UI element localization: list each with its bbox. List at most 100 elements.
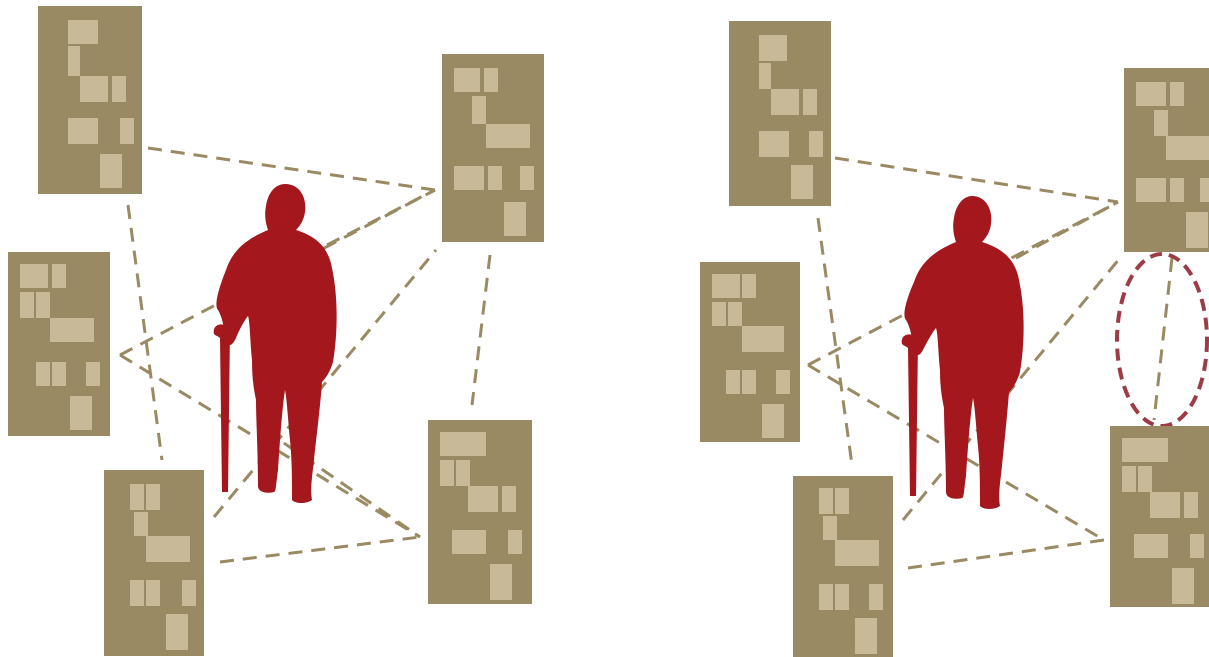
card-block [819, 584, 833, 610]
card-block [490, 564, 512, 600]
card-block [50, 318, 94, 342]
card-block [759, 63, 771, 89]
card-block [182, 580, 196, 606]
card-block [791, 165, 813, 199]
card-block [1136, 178, 1166, 202]
link [148, 148, 435, 190]
card-block [502, 486, 516, 512]
card-block [504, 202, 526, 236]
card-block [1190, 534, 1204, 558]
card-block [1150, 492, 1180, 518]
card-block [52, 362, 66, 386]
card-block [819, 488, 833, 514]
card-block [728, 302, 742, 326]
card-block [1122, 466, 1136, 492]
card-block [823, 516, 837, 540]
cane [214, 324, 230, 492]
card-block [452, 530, 486, 554]
link [1154, 258, 1172, 420]
link [835, 158, 1118, 202]
card-block [726, 370, 740, 394]
card-block [130, 484, 144, 510]
card-block [855, 618, 877, 654]
link [265, 430, 420, 537]
card-block [20, 264, 48, 288]
card-block [134, 512, 148, 536]
card-block [36, 292, 50, 318]
card-block [1186, 212, 1208, 248]
card-block [1166, 136, 1209, 160]
link [472, 255, 490, 405]
building-card [38, 6, 142, 194]
card-block [112, 76, 126, 102]
building-card [700, 262, 800, 442]
card-block [472, 96, 486, 124]
building-card [8, 252, 110, 436]
card-block [742, 326, 784, 352]
card-block [1170, 178, 1184, 202]
card-block [68, 46, 80, 76]
card-block [1138, 466, 1152, 492]
building-card [793, 476, 893, 657]
panel-right [700, 21, 1209, 657]
building-card [729, 21, 831, 206]
card-block [759, 35, 787, 61]
card-block [762, 404, 784, 438]
building-card [104, 470, 204, 656]
card-block [776, 370, 790, 394]
card-block [1154, 110, 1168, 136]
card-block [130, 580, 144, 606]
card-block [759, 131, 789, 157]
card-block [520, 166, 534, 190]
card-block [771, 89, 799, 115]
card-block [440, 432, 486, 456]
link [220, 537, 420, 562]
panel-left [8, 6, 544, 656]
card-block [1170, 82, 1184, 106]
person-silhouette [904, 196, 1023, 509]
card-block [712, 274, 740, 298]
card-block [454, 166, 484, 190]
card-block [488, 166, 502, 190]
building-card [1110, 426, 1209, 607]
link [1016, 202, 1118, 258]
card-block [52, 264, 66, 288]
link [908, 540, 1104, 568]
card-block [835, 488, 849, 514]
card-block [835, 540, 879, 566]
card-block [70, 396, 92, 430]
card-block [120, 118, 134, 144]
card-block [803, 89, 817, 115]
card-block [166, 614, 188, 650]
card-block [1172, 568, 1194, 604]
card-block [146, 580, 160, 606]
person-silhouette [216, 184, 336, 503]
card-block [1134, 534, 1168, 558]
card-block [68, 118, 98, 144]
card-block [68, 20, 98, 44]
card-block [508, 530, 522, 554]
card-block [1122, 438, 1168, 462]
cane [902, 334, 918, 496]
card-block [146, 536, 190, 562]
building-card [428, 420, 532, 604]
card-block [712, 302, 726, 326]
card-block [809, 131, 823, 157]
card-block [454, 68, 480, 92]
card-block [146, 484, 160, 510]
card-block [742, 274, 756, 298]
card-block [100, 154, 122, 188]
link [327, 190, 435, 245]
card-block [835, 584, 849, 610]
card-block [20, 292, 34, 318]
card-block [742, 370, 756, 394]
card-block [486, 124, 530, 148]
person-with-cane-icon [902, 196, 1024, 509]
card-block [440, 460, 454, 486]
card-block [456, 460, 470, 486]
building-card [442, 54, 544, 242]
person-with-cane-icon [214, 184, 337, 503]
card-block [36, 362, 50, 386]
link [128, 205, 162, 460]
